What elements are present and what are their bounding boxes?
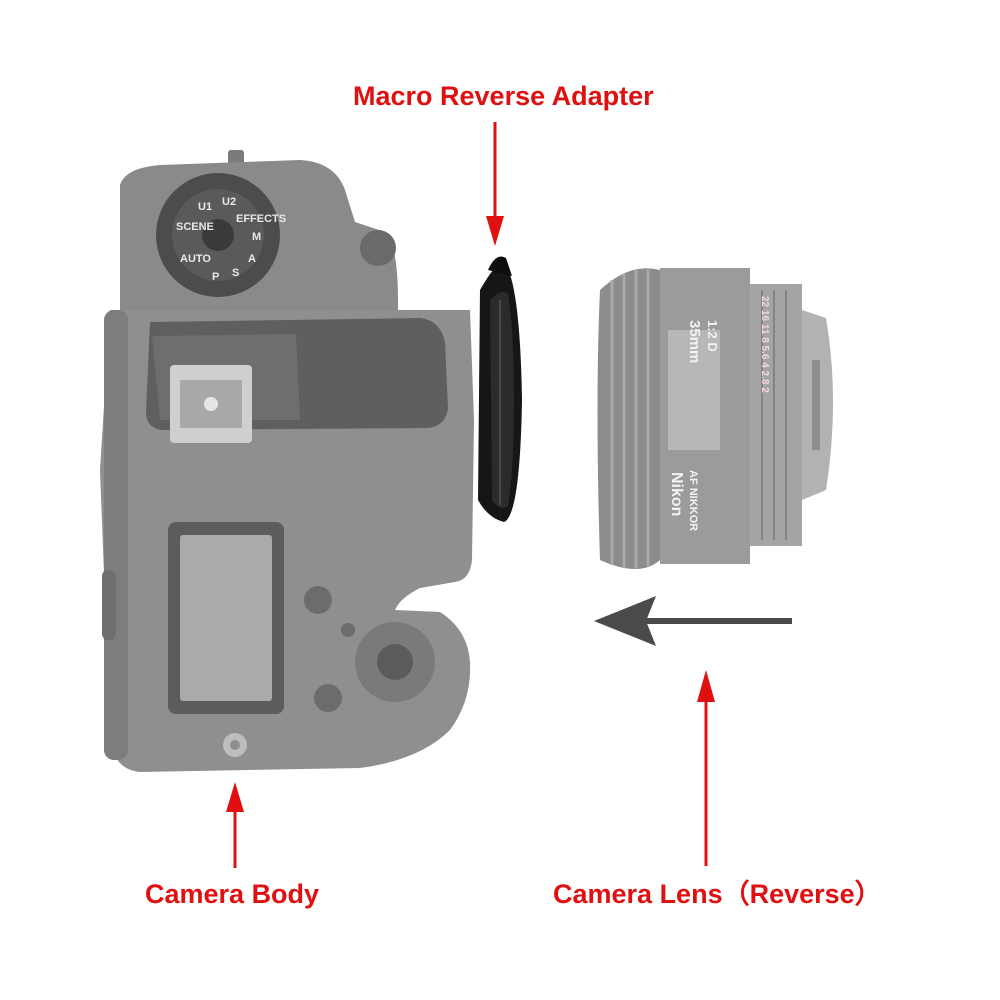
camera-button-3 [314,684,342,712]
lens-aperture-max: 1:2 D [705,320,720,352]
arrow-down-icon [486,216,504,246]
camera-lens-label: Camera Lens（Reverse） [553,879,882,909]
macro-reverse-adapter-label: Macro Reverse Adapter [353,81,654,111]
camera-multi-selector-center [377,644,413,680]
mode-dial-labels: U1 U2 SCENE EFFECTS M A S P AUTO [176,196,286,283]
adapter-arrow [486,122,504,246]
lens-focus-window [668,330,720,450]
camera-mode-dial-center [202,219,234,251]
camera-left-edge [104,310,128,760]
arrow-up-icon [697,670,715,702]
lens-aperture-grip [761,290,787,540]
mode-label-a: A [248,253,256,265]
lens-front-barrel [597,268,660,569]
camera-command-dial [360,230,396,266]
adapter-ring-inner [490,292,514,508]
lens-front-grip [610,268,650,568]
mode-label-p: P [212,271,219,283]
lens-brand: Nikon [668,472,685,516]
camera-lcd-screen [180,535,272,701]
camera-body-label: Camera Body [145,879,320,909]
mode-label-scene: SCENE [176,221,214,233]
camera-button-2 [341,623,355,637]
body-arrow [226,782,244,868]
lens-markings: 35mm 1:2 D Nikon AF NIKKOR 22 16 11 8 5.… [668,296,770,531]
macro-reverse-adapter [478,256,522,522]
mode-label-s: S [232,267,239,279]
camera-button-1 [304,586,332,614]
mode-label-effects: EFFECTS [236,213,286,225]
mode-label-u1: U1 [198,201,212,213]
lens-series: AF NIKKOR [687,470,699,531]
lens-aperture-ring [750,284,802,546]
mode-label-auto: AUTO [180,253,211,265]
arrow-up-icon [226,782,244,812]
lens-aperture-scale: 22 16 11 8 5.6 4 2.8 2 [759,296,770,393]
direction-arrow [594,596,792,646]
lens-arrow [697,670,715,866]
arrow-left-icon [594,596,656,646]
adapter-tab-top [488,256,512,276]
mode-label-u2: U2 [222,196,236,208]
camera-body [100,150,474,772]
mode-label-m: M [252,231,261,243]
camera-lens [597,268,833,569]
camera-side-control [102,570,116,640]
camera-mount-point-inner [230,740,240,750]
lens-focal-length: 35mm [686,320,703,363]
camera-hot-shoe-contact [204,397,218,411]
lens-mount-contacts [812,360,820,450]
